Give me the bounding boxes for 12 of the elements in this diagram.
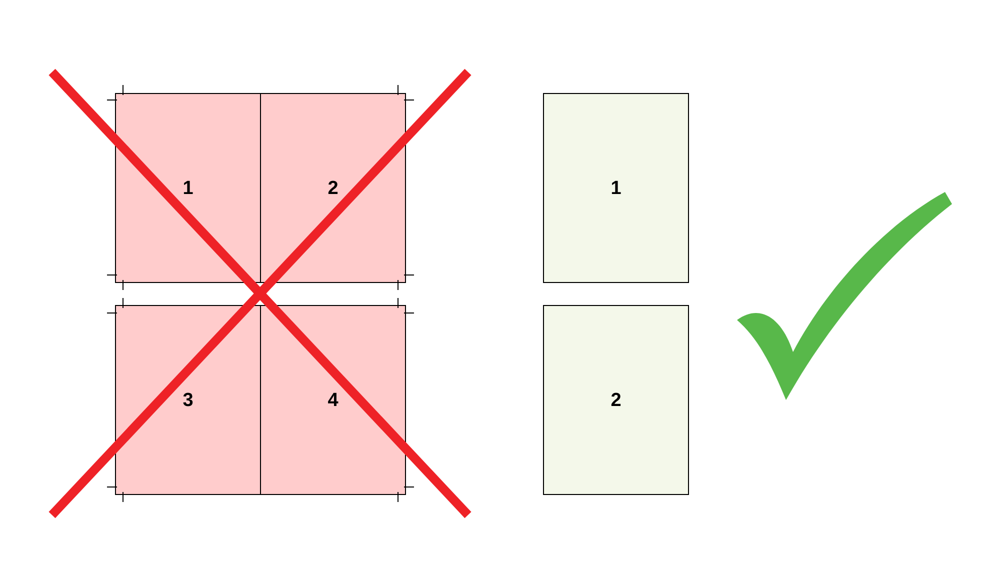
page-box <box>115 305 261 495</box>
page-number: 2 <box>328 178 338 198</box>
page-number: 4 <box>328 390 338 410</box>
page-box <box>543 305 689 495</box>
page-number: 2 <box>610 390 622 410</box>
page-number: 3 <box>182 390 194 410</box>
page-box <box>260 305 406 495</box>
page-box <box>260 93 406 283</box>
page-box <box>543 93 689 283</box>
page-number: 1 <box>610 178 622 198</box>
page-box <box>115 93 261 283</box>
page-number: 1 <box>182 178 194 198</box>
